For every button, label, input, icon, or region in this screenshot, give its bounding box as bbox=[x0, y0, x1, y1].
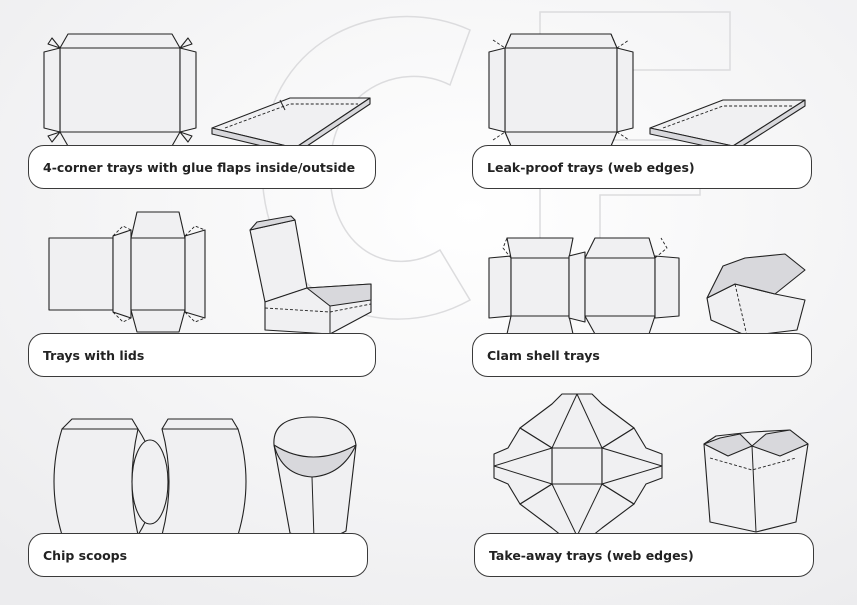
caption-chip-scoops: Chip scoops bbox=[28, 533, 368, 577]
caption-four-corner-trays: 4-corner trays with glue flaps inside/ou… bbox=[28, 145, 376, 189]
take-away-tray-diagram-icon bbox=[493, 393, 809, 537]
caption-take-away-trays: Take-away trays (web edges) bbox=[474, 533, 814, 577]
tray-with-lid-diagram-icon bbox=[48, 211, 372, 335]
caption-leak-proof-trays: Leak-proof trays (web edges) bbox=[472, 145, 812, 189]
leak-proof-tray-diagram-icon bbox=[488, 33, 806, 153]
clam-shell-tray-diagram-icon bbox=[488, 237, 806, 337]
tray-glue-flap-diagram-icon bbox=[43, 33, 371, 155]
chip-scoop-diagram-icon bbox=[53, 416, 357, 544]
caption-trays-with-lids: Trays with lids bbox=[28, 333, 376, 377]
caption-clam-shell-trays: Clam shell trays bbox=[472, 333, 812, 377]
